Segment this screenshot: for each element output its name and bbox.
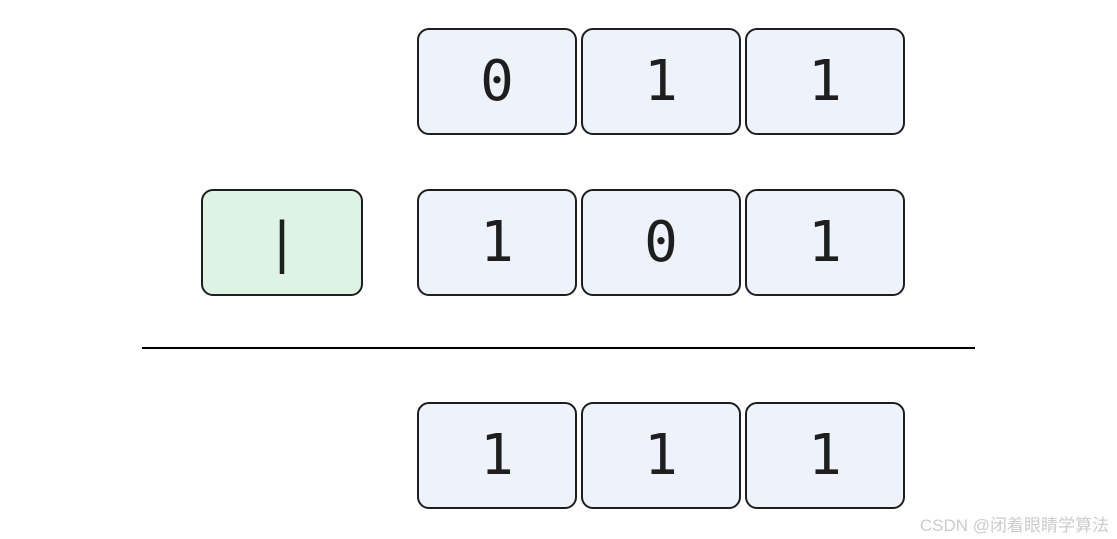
result-divider-line <box>142 347 975 349</box>
or-operator-symbol: | <box>265 210 299 274</box>
bit-value: 0 <box>480 48 514 114</box>
operand-b-bit-0: 1 <box>417 189 577 296</box>
bit-value: 1 <box>644 422 678 488</box>
operand-a-bit-1: 1 <box>581 28 741 135</box>
bit-value: 1 <box>480 209 514 275</box>
bit-value: 1 <box>480 422 514 488</box>
result-bit-2: 1 <box>745 402 905 509</box>
result-bit-0: 1 <box>417 402 577 509</box>
bit-value: 1 <box>644 48 678 114</box>
watermark: CSDN @闭着眼睛学算法 <box>919 516 1109 535</box>
operand-a-bit-2: 1 <box>745 28 905 135</box>
operand-b-bit-1: 0 <box>581 189 741 296</box>
operand-a-bit-0: 0 <box>417 28 577 135</box>
or-operator-box: | <box>201 189 363 296</box>
bit-value: 1 <box>808 48 842 114</box>
bit-value: 0 <box>644 209 678 275</box>
bit-value: 1 <box>808 422 842 488</box>
bit-value: 1 <box>808 209 842 275</box>
operand-b-bit-2: 1 <box>745 189 905 296</box>
result-bit-1: 1 <box>581 402 741 509</box>
